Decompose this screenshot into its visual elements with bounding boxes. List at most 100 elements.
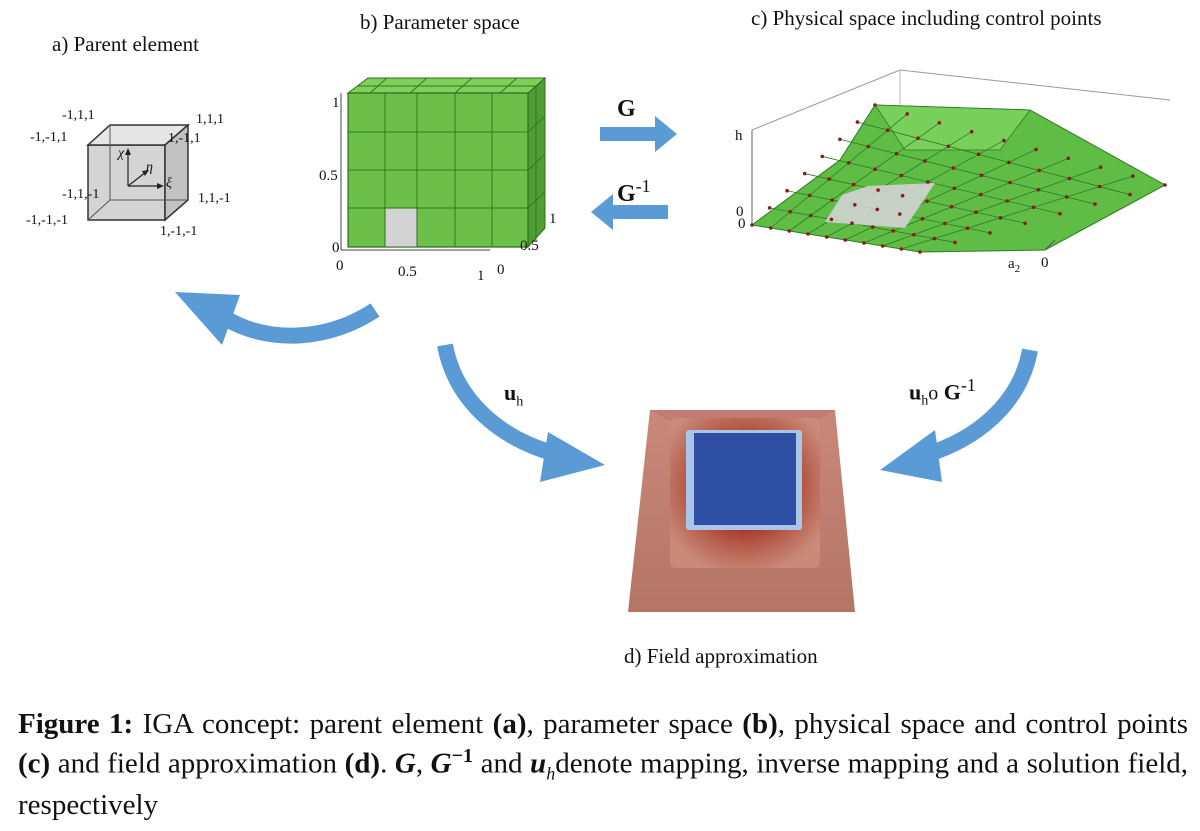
arrow-to-parent xyxy=(175,292,380,345)
grid-line xyxy=(789,122,940,232)
control-point xyxy=(1002,138,1006,143)
corner-label: 1,1,-1 xyxy=(198,191,231,206)
control-point xyxy=(876,188,880,192)
control-point xyxy=(953,240,957,245)
arrow-g-inverse xyxy=(591,194,668,230)
tick-bottom-0: 0 xyxy=(336,258,344,274)
panel-d-title: d) Field approximation xyxy=(624,644,818,668)
control-point xyxy=(1131,174,1135,178)
grid-line xyxy=(822,156,1061,215)
control-point xyxy=(952,186,957,191)
control-point xyxy=(1008,180,1012,185)
panel-c-title: c) Physical space including control poin… xyxy=(751,6,1102,30)
corner-label: 1,1,1 xyxy=(196,112,224,127)
control-point xyxy=(932,236,937,241)
corner-label: -1,-1,1 xyxy=(30,130,68,145)
control-point xyxy=(806,232,810,236)
control-point xyxy=(880,244,885,248)
parameter-element-highlight xyxy=(384,207,418,248)
field-blue-region xyxy=(694,433,796,525)
tick-depth-0: 0 xyxy=(497,262,505,278)
corner-label: 1,-1,1 xyxy=(168,131,201,146)
grid-line xyxy=(769,207,956,243)
control-point xyxy=(926,180,930,184)
control-point xyxy=(943,221,947,226)
a2-zero-label: 0 xyxy=(1041,255,1049,271)
control-point xyxy=(988,231,992,235)
control-point xyxy=(1097,184,1102,189)
grid-line xyxy=(839,138,1096,205)
control-point xyxy=(1031,205,1036,210)
control-point xyxy=(1023,221,1027,226)
tick-left-0-5: 0.5 xyxy=(319,168,338,184)
control-point xyxy=(891,229,895,233)
control-point xyxy=(820,154,825,159)
control-point xyxy=(1064,195,1069,199)
control-point xyxy=(827,177,831,181)
arrow-uh xyxy=(437,343,605,482)
control-point xyxy=(937,121,942,125)
control-point xyxy=(899,173,904,178)
tick-bottom-0-5: 0.5 xyxy=(398,264,417,280)
control-point xyxy=(750,223,754,227)
grid-line xyxy=(770,113,908,229)
arrow-composite xyxy=(880,348,1038,482)
control-point xyxy=(1058,211,1062,216)
parent-cube xyxy=(86,123,191,222)
control-point xyxy=(885,128,890,132)
caption-figure-label: Figure 1: xyxy=(18,708,134,740)
xi-axis-label: ξ xyxy=(166,176,172,191)
control-point xyxy=(979,173,984,178)
control-point xyxy=(946,144,951,149)
physical-surface xyxy=(750,69,1171,254)
control-point xyxy=(900,193,905,198)
control-point xyxy=(965,226,970,230)
figure-caption: Figure 1: IGA concept: parent element (a… xyxy=(18,708,1189,822)
control-point xyxy=(949,204,954,209)
chi-axis-label: χ xyxy=(118,146,125,161)
grid-line xyxy=(901,175,1133,250)
control-point xyxy=(824,235,829,239)
control-point xyxy=(1066,156,1071,161)
control-point xyxy=(923,159,927,163)
control-point xyxy=(873,103,877,107)
control-point xyxy=(787,229,792,233)
mapping-g-inverse-label: G-1 xyxy=(617,176,651,207)
control-point xyxy=(853,203,857,207)
control-point xyxy=(829,217,834,222)
control-point xyxy=(916,136,920,140)
control-point xyxy=(974,210,978,214)
corner-label: -1,1,-1 xyxy=(62,187,100,202)
control-point xyxy=(767,206,772,210)
control-point xyxy=(850,221,854,225)
tick-left-1: 1 xyxy=(332,95,340,111)
control-point xyxy=(925,199,929,203)
grid-line xyxy=(882,166,1101,247)
control-point xyxy=(1007,160,1011,165)
eta-axis-label: η xyxy=(146,160,153,175)
h-zero-label: 0 xyxy=(736,204,744,220)
field-approximation xyxy=(628,410,855,612)
arrow-g xyxy=(600,116,677,152)
control-point xyxy=(969,129,974,134)
tick-left-0: 0 xyxy=(332,240,340,256)
a2-axis-label: a2 xyxy=(1008,256,1021,275)
parameter-cube xyxy=(340,76,547,251)
control-point xyxy=(905,112,909,116)
control-point xyxy=(998,216,1003,220)
control-point xyxy=(918,250,922,254)
control-point xyxy=(862,241,866,245)
control-point xyxy=(855,120,860,124)
mapping-uh-label: uh xyxy=(504,380,524,410)
control-point xyxy=(1093,202,1097,206)
control-point xyxy=(894,151,899,156)
figure-graphics xyxy=(86,69,1171,612)
corner-label: 1,-1,-1 xyxy=(160,224,198,239)
control-point xyxy=(1005,199,1009,203)
control-point xyxy=(873,167,877,171)
control-point xyxy=(979,192,983,197)
control-point xyxy=(899,247,904,251)
mapping-composite-label: uho G-1 xyxy=(909,375,976,409)
control-point xyxy=(1036,187,1041,192)
control-point xyxy=(838,137,842,142)
